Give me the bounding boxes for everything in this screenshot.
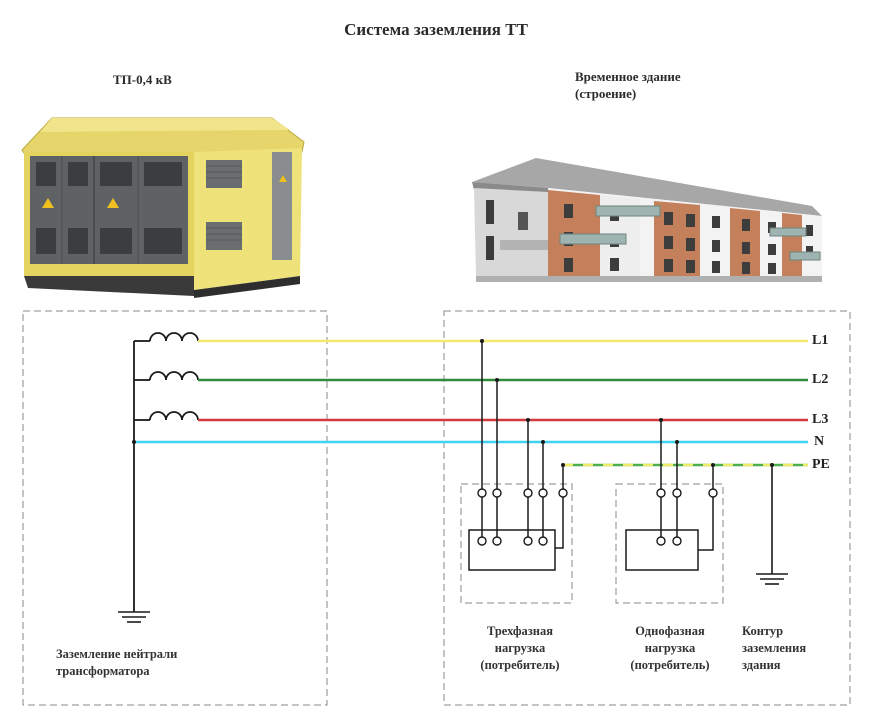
caption-line: здания — [742, 658, 781, 672]
bus-label-L1: L1 — [812, 333, 829, 348]
caption-line: Контур — [742, 624, 784, 638]
bus-label-L2: L2 — [812, 372, 829, 387]
substation-illustration — [21, 117, 305, 298]
caption-line: Заземление нейтрали — [56, 647, 178, 661]
single-phase-load-enclosure — [615, 483, 724, 604]
caption-line: Однофазная — [635, 624, 705, 638]
neutral-ground-symbol — [118, 611, 150, 623]
building-label-line1: Временное здание — [575, 69, 681, 84]
building-ground-symbol — [756, 465, 788, 585]
bus-label-L3: L3 — [812, 412, 829, 427]
bus-label-N: N — [814, 434, 825, 449]
caption-building-ground: Контур заземления здания — [742, 623, 806, 674]
three-phase-load-wiring — [468, 341, 564, 571]
caption-single-phase-load: Однофазная нагрузка (потребитель) — [618, 623, 722, 674]
building-label-line2: (строение) — [575, 86, 637, 101]
single-phase-load-wiring — [625, 420, 714, 571]
caption-line: нагрузка — [494, 641, 546, 655]
transformer-windings — [133, 332, 199, 612]
caption-line: (потребитель) — [480, 658, 560, 672]
substation-enclosure — [22, 310, 328, 706]
caption-line: нагрузка — [644, 641, 696, 655]
three-phase-load-enclosure — [460, 483, 573, 604]
caption-neutral-ground: Заземление нейтрали трансформатора — [56, 646, 177, 680]
building-label: Временное здание (строение) — [575, 68, 681, 102]
caption-line: заземления — [742, 641, 807, 655]
building-illustration — [472, 158, 822, 282]
diagram-title: Система заземления ТТ — [344, 20, 528, 39]
substation-label: ТП-0,4 кВ — [113, 72, 172, 87]
caption-three-phase-load: Трехфазная нагрузка (потребитель) — [470, 623, 570, 674]
caption-line: (потребитель) — [630, 658, 710, 672]
caption-line: Трехфазная — [486, 624, 554, 638]
bus-lines — [134, 339, 808, 467]
enclosures — [22, 310, 851, 706]
bus-label-PE: PE — [812, 457, 830, 472]
building-enclosure — [443, 310, 851, 706]
caption-line: трансформатора — [56, 664, 150, 678]
